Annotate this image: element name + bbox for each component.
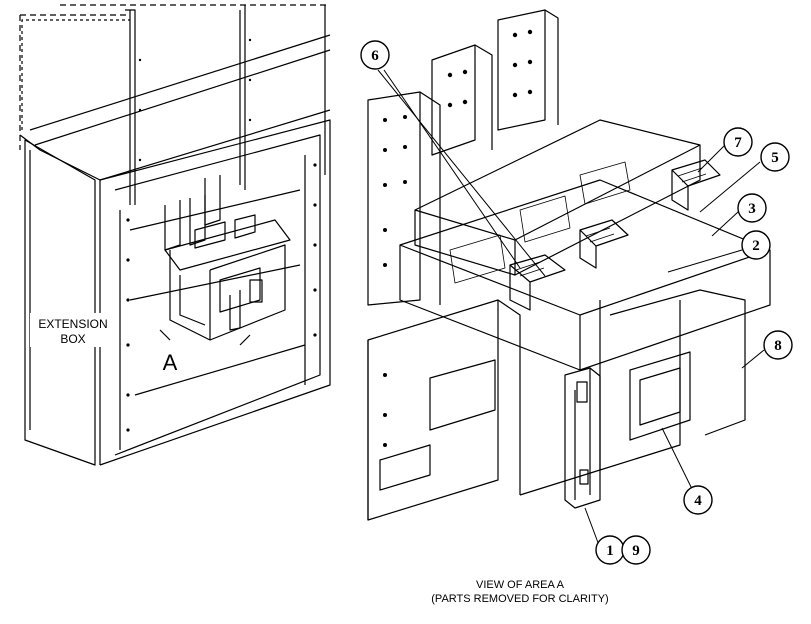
callout-4: 4 [683,485,713,515]
leader-lines [377,69,765,549]
svg-text:5: 5 [771,150,779,166]
extension-box-label: EXTENSION BOX [30,313,116,347]
module-1-9 [564,367,601,509]
svg-text:A: A [163,350,178,375]
terminal-blocks [509,159,721,311]
callouts: 6 7 5 3 2 8 4 1 [360,40,793,565]
enclosure-breaker [164,175,291,341]
area-a-label: A [158,348,182,375]
svg-text:8: 8 [774,338,782,354]
caption-line1: VIEW OF AREA A [475,579,565,591]
callout-6: 6 [360,40,390,70]
svg-text:6: 6 [371,48,379,64]
enclosure-drawing [19,4,331,466]
svg-text:3: 3 [748,201,756,217]
callout-9: 9 [621,535,651,565]
caption-line2: (PARTS REMOVED FOR CLARITY) [431,593,609,605]
callout-1: 1 [595,535,625,565]
svg-text:1: 1 [606,543,614,559]
extension-label-line2: BOX [60,332,85,346]
callout-5: 5 [760,142,790,172]
svg-text:2: 2 [752,238,760,254]
svg-text:9: 9 [632,543,640,559]
callout-2: 2 [741,230,771,260]
svg-text:4: 4 [694,493,702,509]
callout-7: 7 [723,127,753,157]
detail-drawing [367,9,771,521]
callout-8: 8 [763,330,793,360]
extension-label-line1: EXTENSION [38,317,107,331]
callout-3: 3 [737,193,767,223]
view-caption: VIEW OF AREA A (PARTS REMOVED FOR CLARIT… [400,578,640,606]
svg-text:7: 7 [734,135,742,151]
